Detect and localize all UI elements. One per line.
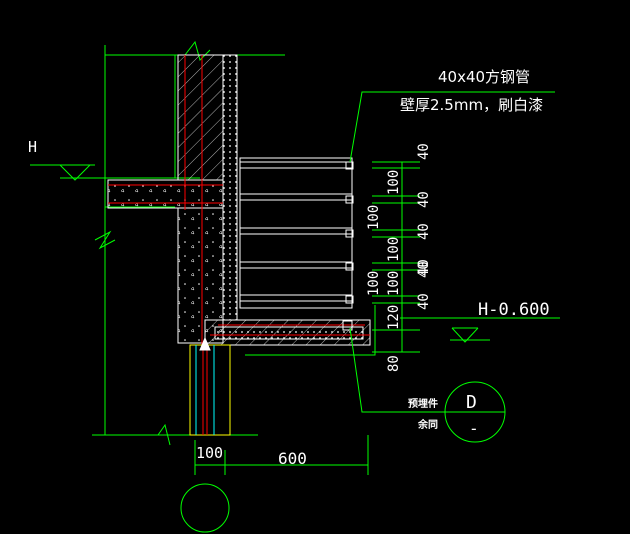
dim-bottom-100: 100 — [196, 444, 223, 462]
dim-left-1: 100 — [366, 271, 382, 296]
pipe-spec-1: 40x40方钢管 — [438, 68, 530, 86]
dim-right-6: 100 — [386, 271, 402, 296]
embedded-part-note: 余同 — [417, 418, 438, 431]
dim-right-1: 100 — [386, 170, 402, 195]
dim-right-3: 100 — [386, 237, 402, 262]
steel-pipe-rails — [239, 157, 354, 331]
detail-ref-circle — [444, 381, 506, 443]
dim-bottom-600: 600 — [278, 449, 307, 468]
detail-ref-letter: D — [466, 392, 477, 413]
dim-right-4: 40 — [416, 223, 432, 240]
rebar — [108, 55, 370, 345]
dim-right-7: 40 — [416, 293, 432, 310]
level-mark-h: H — [28, 138, 37, 156]
dim-right-5: 40 — [416, 259, 432, 276]
level-mark-h-600: H-0.600 — [478, 300, 550, 320]
dimension-chain-right — [372, 161, 420, 353]
dim-right-9: 120 — [386, 305, 402, 330]
embedded-part-label: 预埋件 — [408, 397, 438, 410]
dim-right-2: 40 — [416, 191, 432, 208]
dimension-labels-left: 100 100 — [366, 205, 382, 296]
leader-lines — [30, 91, 560, 413]
dimension-labels-right: 40 100 40 100 40 40 100 40 40 120 80 — [386, 143, 432, 372]
detail-ref-bottom: - — [469, 419, 479, 438]
dim-right-0: 40 — [416, 143, 432, 160]
dim-right-8: 40 — [416, 261, 432, 278]
pipe-spec-2: 壁厚2.5mm，刷白漆 — [400, 96, 543, 114]
dimension-bottom — [180, 435, 369, 533]
dim-left-0: 100 — [366, 205, 382, 230]
structure-lines — [59, 40, 285, 446]
dim-right-10: 80 — [386, 355, 402, 372]
post-below — [189, 336, 231, 436]
